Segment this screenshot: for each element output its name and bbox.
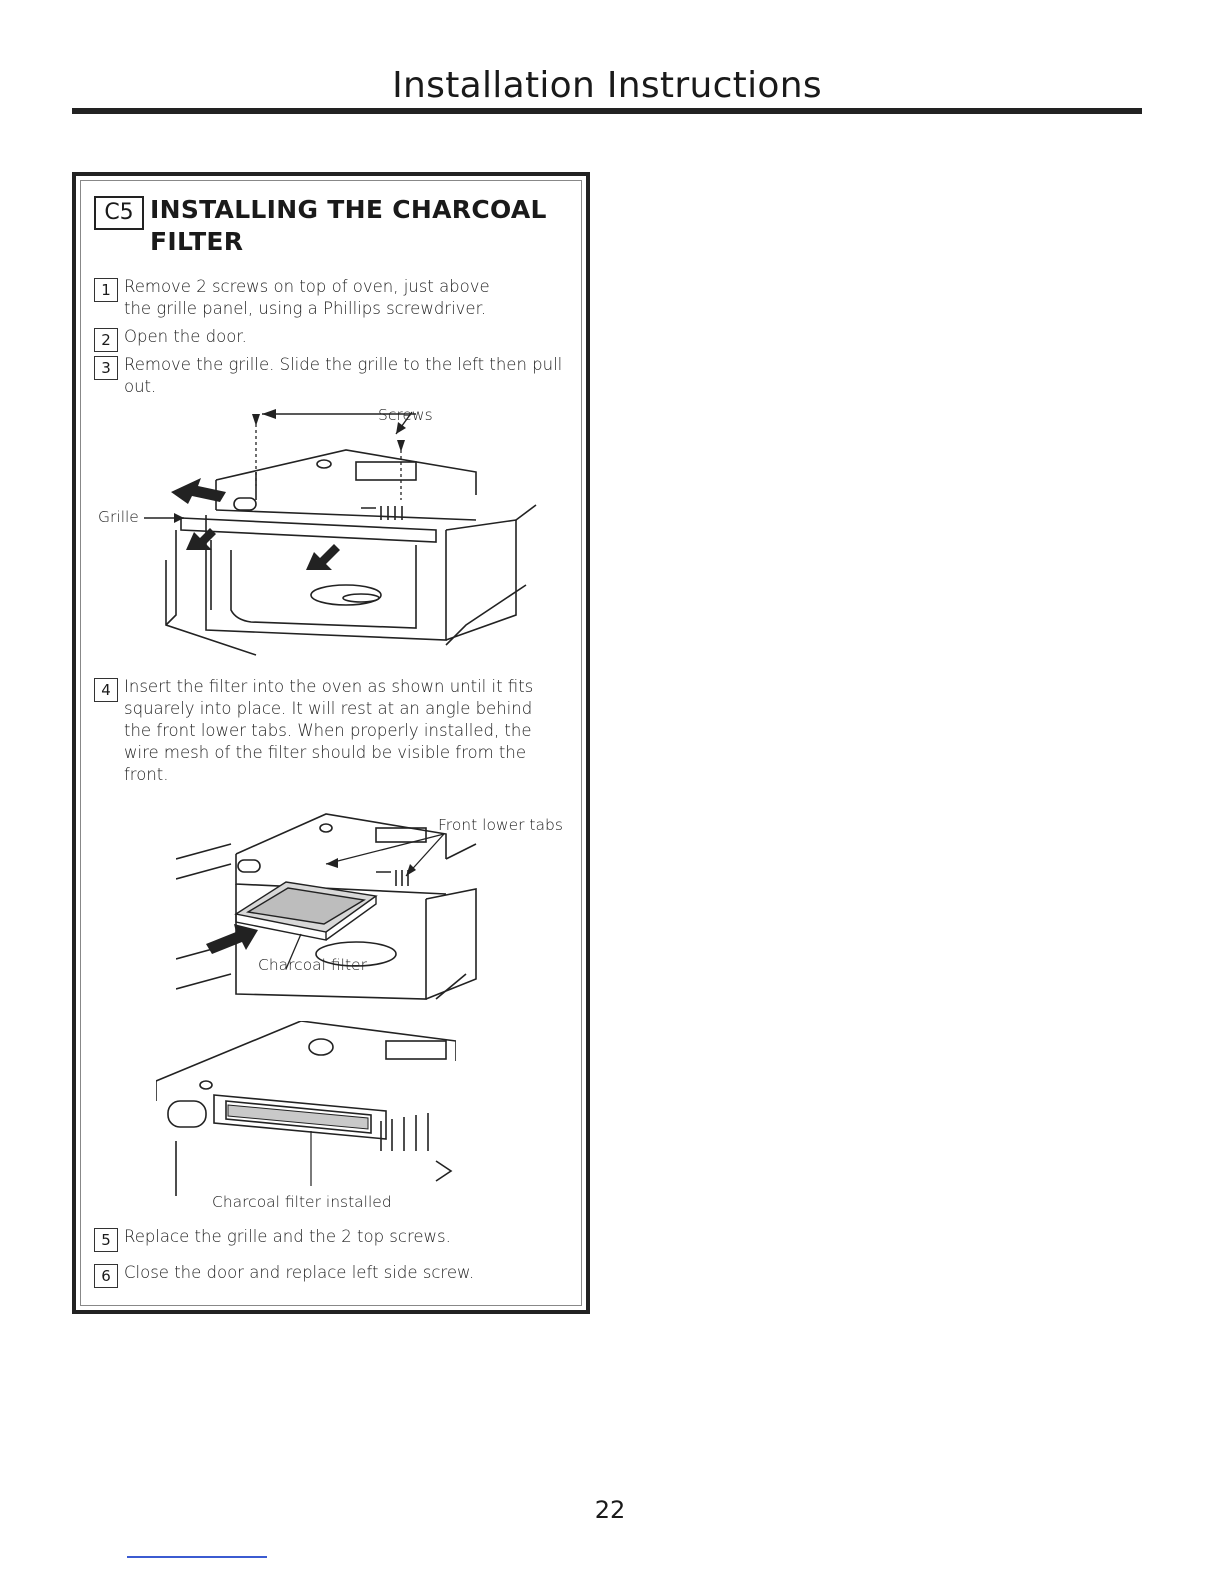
- step-text: Remove 2 screws on top of oven, just abo…: [124, 277, 490, 318]
- grille-label: Grille: [98, 508, 139, 526]
- screws-label: Screws: [378, 406, 433, 424]
- filter-installed-figure: Charcoal filter installed: [156, 1021, 456, 1221]
- page-header: Installation Instructions: [72, 64, 1142, 112]
- grille-removal-drawing: [144, 409, 537, 656]
- step-number: 4: [94, 678, 118, 702]
- header-rule: [72, 108, 1142, 114]
- panel-inner-border: [80, 180, 582, 1306]
- step-text: Open the door.: [124, 327, 247, 346]
- step-number: 6: [94, 1264, 118, 1288]
- filter-installed-drawing: [156, 1021, 456, 1196]
- step-text: Remove the grille. Slide the grille to t…: [124, 355, 563, 396]
- charcoal-filter-label: Charcoal filter: [258, 956, 367, 974]
- filter-insert-figure: Front lower tabs Charcoal filter: [176, 804, 566, 1004]
- page-number: 22: [594, 1496, 626, 1524]
- charcoal-filter-installed-label: Charcoal filter installed: [212, 1193, 392, 1211]
- step-number: 3: [94, 356, 118, 380]
- page-title: Installation Instructions: [392, 65, 822, 106]
- step-number: 1: [94, 278, 118, 302]
- step-number: 5: [94, 1228, 118, 1252]
- section-title: INSTALLING THE CHARCOAL FILTER: [150, 195, 547, 256]
- step-text: Close the door and replace left side scr…: [124, 1263, 475, 1282]
- instruction-panel: C5 INSTALLING THE CHARCOAL FILTER 1 Remo…: [72, 172, 590, 1314]
- front-lower-tabs-label: Front lower tabs: [438, 816, 563, 834]
- section-code-box: C5: [94, 196, 144, 230]
- step-text: Insert the filter into the oven as shown…: [124, 677, 534, 784]
- step-number: 2: [94, 328, 118, 352]
- footer-link-underline[interactable]: [127, 1556, 267, 1558]
- step-text: Replace the grille and the 2 top screws.: [124, 1227, 451, 1246]
- grille-removal-figure: Screws Grille: [98, 400, 556, 660]
- filter-insert-drawing: [176, 813, 477, 1000]
